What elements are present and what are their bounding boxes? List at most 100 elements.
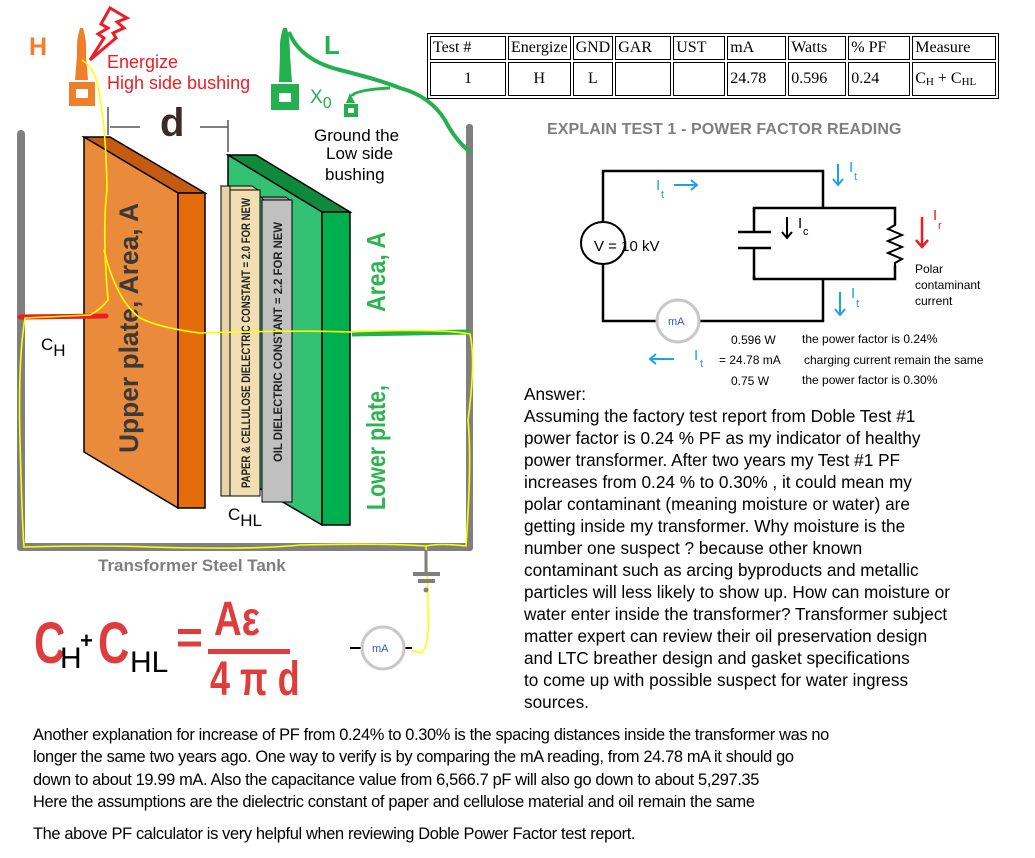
- circuit-ammeter-label: mA: [668, 316, 685, 328]
- svg-text:t: t: [854, 171, 857, 183]
- reading-note-1: the power factor is 0.24%: [802, 332, 938, 346]
- low-side-bushing-icon: [271, 28, 299, 110]
- svg-text:I: I: [849, 159, 853, 176]
- header-measure: Measure: [912, 36, 997, 60]
- answer-line: increases from 0.24 % to 0.30% , it coul…: [524, 472, 912, 492]
- x0-sub: 0: [322, 94, 332, 112]
- x0-bushing-icon: [344, 93, 358, 117]
- answer-line: matter expert can review their oil prese…: [524, 626, 928, 646]
- cell-ust: [673, 62, 726, 96]
- formula-plus: +: [80, 628, 93, 653]
- distance-d-label: d: [160, 101, 184, 145]
- tank-left-wall: [17, 130, 25, 550]
- formula-c2: C: [98, 611, 130, 676]
- table-row: 1 H L 24.78 0.596 0.24 CH + CHL: [430, 62, 997, 96]
- answer-line: water enter inside the transformer? Tran…: [524, 604, 948, 624]
- circuit-wire-top: [601, 169, 825, 223]
- yellow-wire-main: [18, 59, 474, 549]
- bottom-explanation: Another explanation for increase of PF f…: [33, 724, 1033, 845]
- header-ma: mA: [727, 36, 787, 60]
- reading-value-3: 0.75 W: [731, 374, 770, 388]
- oil-dielectric-label: OIL DIELECTRIC CONSTANT = 2.2 FOR NEW: [271, 221, 285, 462]
- header-watts: Watts: [788, 36, 847, 60]
- cell-energize: H: [508, 62, 571, 96]
- paper-dielectric-layer: [219, 185, 261, 497]
- svg-text:I: I: [656, 177, 660, 194]
- answer-block: Answer: Assuming the factory test report…: [524, 383, 1024, 713]
- x0-main: X: [310, 87, 323, 108]
- ammeter-label: mA: [372, 643, 389, 655]
- it-arrow-right-bottom: It: [834, 285, 859, 317]
- it-arrow-right-top: It: [832, 159, 857, 187]
- cell-test: 1: [430, 62, 506, 96]
- svg-text:I: I: [694, 347, 698, 364]
- resistor-icon: [885, 208, 905, 279]
- svg-text:t: t: [661, 189, 664, 201]
- header-gar: GAR: [615, 36, 672, 60]
- ground-wire: [287, 31, 472, 154]
- circuit-ammeter-icon: [655, 298, 701, 344]
- reading-value-2: = 24.78 mA: [719, 353, 781, 367]
- cell-measure: CH + CHL: [912, 62, 997, 96]
- answer-line: polar contaminant (meaning moisture or w…: [524, 494, 910, 514]
- chl-label: CHL: [228, 505, 263, 530]
- polar-label-line1: Polar: [915, 262, 943, 276]
- oil-dielectric-layer: [259, 196, 294, 503]
- bottom-line: longer the same two years ago. One way t…: [33, 748, 794, 767]
- answer-line: contaminant such as arcing byproducts an…: [524, 560, 919, 580]
- reading-note-3: the power factor is 0.30%: [802, 373, 938, 387]
- ch-label: CH: [41, 335, 66, 360]
- parallel-branch: [752, 206, 897, 281]
- answer-line: particles will less likely to show up. H…: [524, 582, 951, 602]
- svg-text:r: r: [938, 220, 942, 232]
- tank-label: Transformer Steel Tank: [98, 556, 286, 575]
- header-gnd: GND: [572, 36, 614, 60]
- paper-dielectric-label: PAPER & CELLULOSE DIELECTRIC CONSTANT = …: [241, 198, 253, 488]
- circuit-wire-bottom: [601, 263, 657, 323]
- upper-plate-label: Upper plate, Area, A: [114, 203, 144, 453]
- reading-value-1: 0.596 W: [731, 333, 776, 347]
- explain-title: EXPLAIN TEST 1 - POWER FACTOR READING: [547, 121, 902, 138]
- ground-label-line2: Low side: [326, 144, 394, 163]
- source-label: V = 10 kV: [594, 238, 659, 255]
- svg-text:c: c: [803, 226, 809, 238]
- answer-heading: Answer:: [524, 384, 587, 404]
- header-pf: % PF: [848, 36, 911, 60]
- ground-icon: [413, 550, 440, 593]
- formula-c1: C: [34, 611, 66, 676]
- table-header-row: Test # Energize GND GAR UST mA Watts % P…: [430, 36, 997, 60]
- capacitor-icon: [735, 208, 775, 279]
- tank-right-wall: [466, 124, 473, 550]
- upper-plate: [81, 135, 208, 510]
- x0-label: X0: [310, 87, 332, 113]
- cell-gar: [615, 62, 672, 96]
- answer-line: to come up with possible suspect for wat…: [524, 670, 909, 690]
- high-side-bushing-icon: [69, 28, 95, 106]
- svg-text:t: t: [700, 358, 703, 370]
- header-test: Test #: [430, 36, 506, 60]
- svg-text:I: I: [798, 215, 802, 232]
- bottom-final-note: The above PF calculator is very helpful …: [33, 825, 636, 844]
- answer-line: number one suspect ? because other known: [524, 538, 863, 558]
- lower-plate-label: Lower plate,: [361, 385, 391, 510]
- svg-text:I: I: [933, 207, 937, 224]
- test-results-table: Test # Energize GND GAR UST mA Watts % P…: [427, 33, 1000, 99]
- it-arrow-top: It: [656, 177, 699, 201]
- svg-text:t: t: [856, 298, 859, 310]
- cell-pf: 0.24: [848, 62, 911, 96]
- l-label: L: [324, 30, 340, 60]
- answer-line: power transformer. After two years my Te…: [524, 450, 901, 470]
- answer-line: Assuming the factory test report from Do…: [524, 406, 916, 426]
- answer-line: getting inside my transformer. Why moist…: [524, 516, 906, 536]
- formula-denominator: 4 π d: [210, 653, 300, 706]
- h-label: H: [29, 33, 48, 61]
- ground-label-line1: Ground the: [314, 126, 400, 145]
- cell-watts: 0.596: [788, 62, 847, 96]
- reading-note-2: charging current remain the same: [804, 353, 984, 367]
- answer-line: sources.: [524, 692, 589, 712]
- energize-label-line1: Energize: [107, 52, 179, 72]
- ammeter-icon: [350, 625, 412, 671]
